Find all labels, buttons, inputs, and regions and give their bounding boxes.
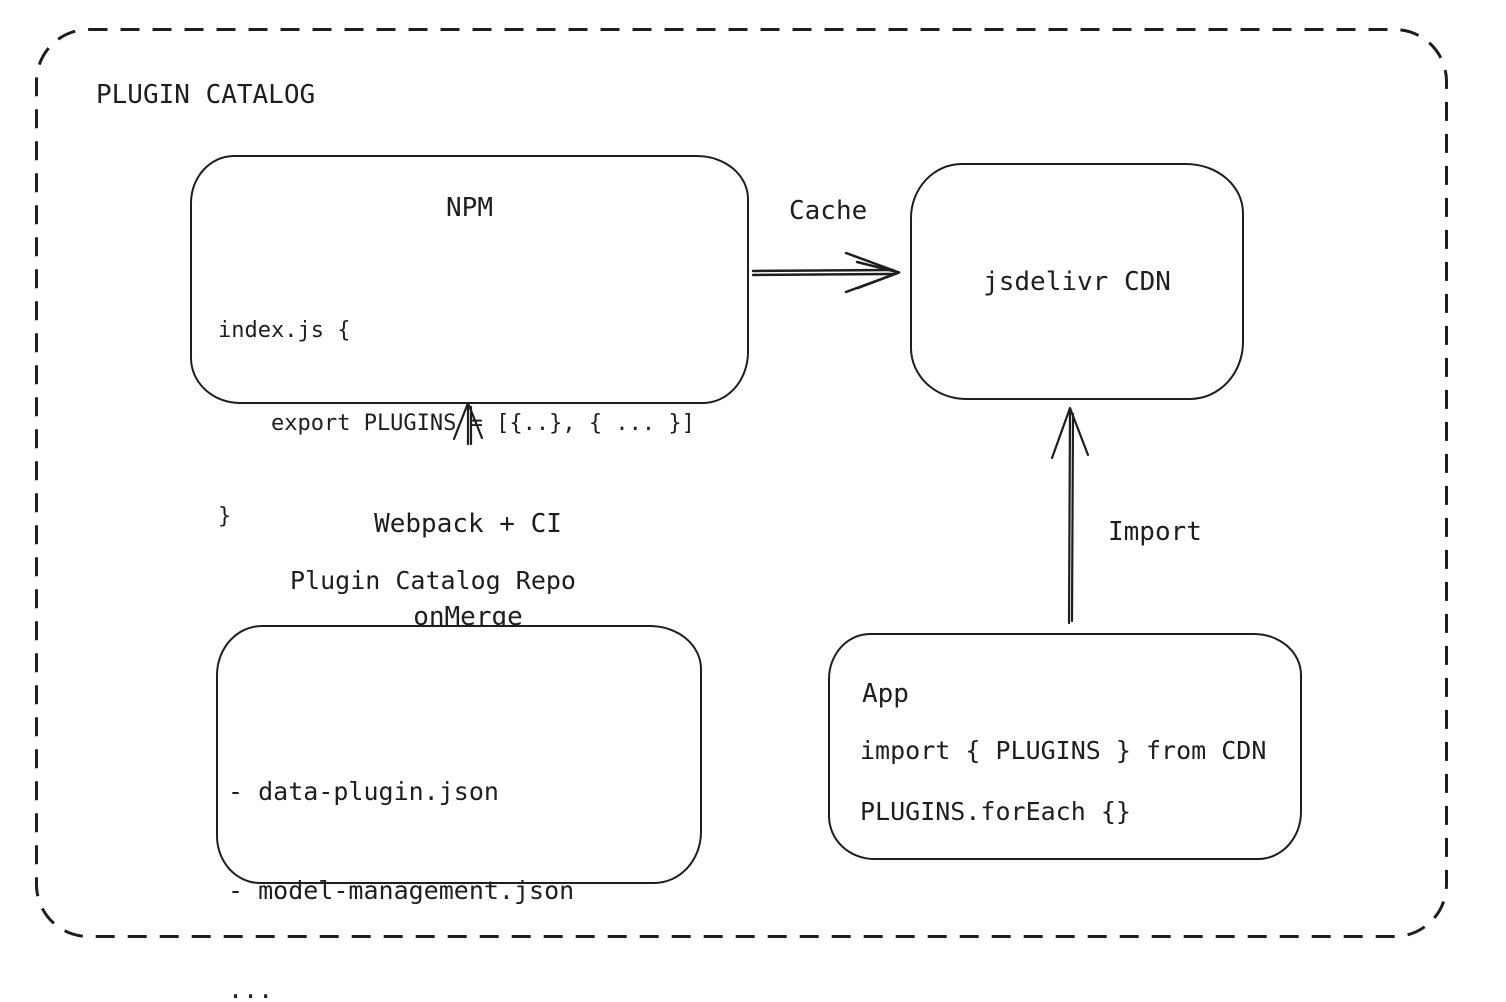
app-code-line: PLUGINS.forEach {} [860,797,1131,826]
cdn-node-label: jsdelivr CDN [983,266,1171,297]
repo-file-list: - data-plugin.json - model-management.js… [228,709,574,1002]
cache-arrow [751,251,901,294]
import-arrow [1050,406,1090,625]
app-node-title: App [862,679,909,709]
diagram-title: PLUGIN CATALOG [96,80,316,110]
npm-code-line: index.js { [218,318,351,343]
npm-code-line: export PLUGINS = [{..}, { ... }] [218,411,695,436]
npm-node: NPM index.js { export PLUGINS = [{..}, {… [190,155,749,529]
import-arrow-label: Import [1108,517,1202,547]
build-arrow-label-line1: Webpack + CI [374,509,562,539]
npm-code-block: index.js { export PLUGINS = [{..}, { ...… [218,253,695,594]
app-node: App import { PLUGINS } from CDN PLUGINS.… [828,633,1302,860]
repo-file-item: - model-management.json [228,876,575,905]
repo-node-heading: Plugin Catalog Repo [290,566,576,595]
repo-file-item: ... [228,975,274,1002]
cache-arrow-label: Cache [789,196,868,226]
repo-node: - data-plugin.json - model-management.js… [216,625,702,1002]
cdn-node: jsdelivr CDN [910,163,1244,400]
app-code-line: import { PLUGINS } from CDN [860,736,1267,765]
npm-node-title: NPM [446,193,493,223]
repo-file-item: - data-plugin.json [228,777,499,806]
npm-code-line: } [218,504,232,529]
